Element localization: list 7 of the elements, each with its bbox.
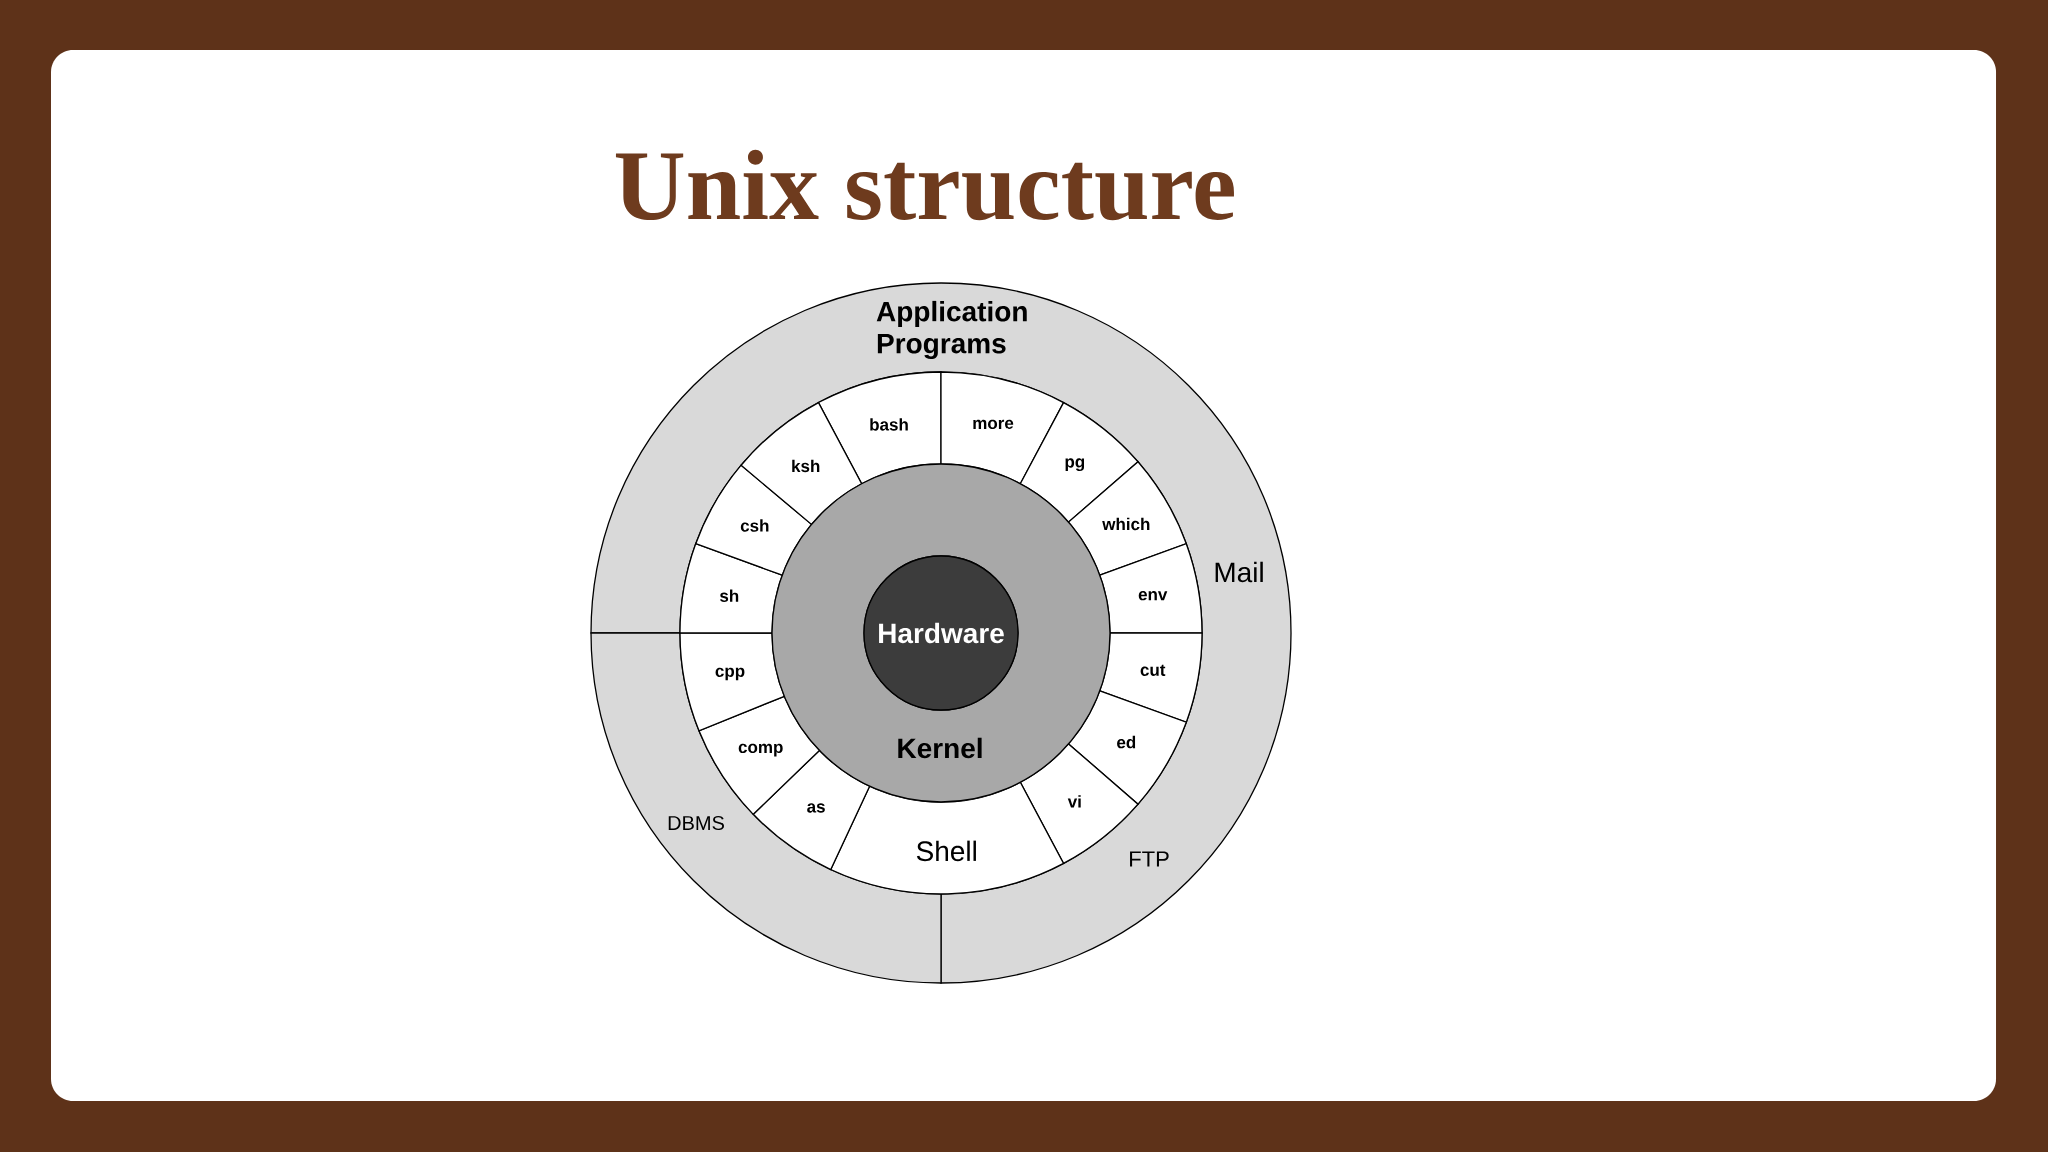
shell-segment: cut: [1099, 632, 1203, 723]
shell-segment: sh: [679, 543, 783, 634]
shell-segment: Shell: [830, 781, 1065, 895]
title: Unix structure: [615, 149, 1234, 221]
shell-segment: more: [940, 371, 1065, 485]
shell-segment: cpp: [679, 632, 785, 732]
shell-segment: env: [1099, 543, 1203, 634]
